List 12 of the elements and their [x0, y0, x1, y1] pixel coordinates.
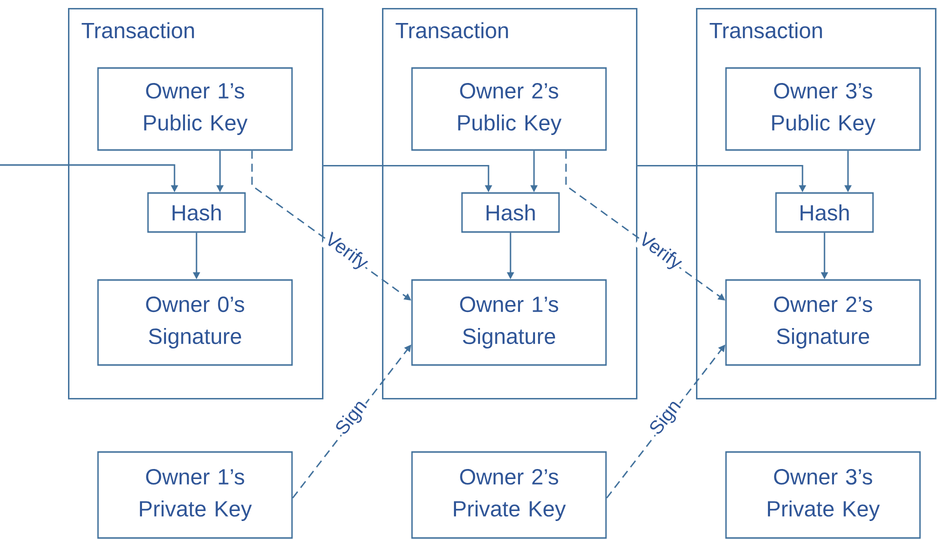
hash-box: Hash: [461, 192, 560, 233]
key-box: Owner 2’s Public Key: [411, 67, 607, 151]
key-box: Owner 0’s Signature: [97, 279, 293, 366]
key-box: Owner 2’s Signature: [725, 279, 921, 366]
key-box: Owner 1’s Signature: [411, 279, 607, 366]
key-box: Owner 1’s Private Key: [97, 451, 293, 539]
hash-box: Hash: [775, 192, 874, 233]
key-box: Owner 1’s Public Key: [97, 67, 293, 151]
hash-box: Hash: [147, 192, 246, 233]
key-box: Owner 3’s Private Key: [725, 451, 921, 539]
key-box: Owner 3’s Public Key: [725, 67, 921, 151]
key-box: Owner 2’s Private Key: [411, 451, 607, 539]
